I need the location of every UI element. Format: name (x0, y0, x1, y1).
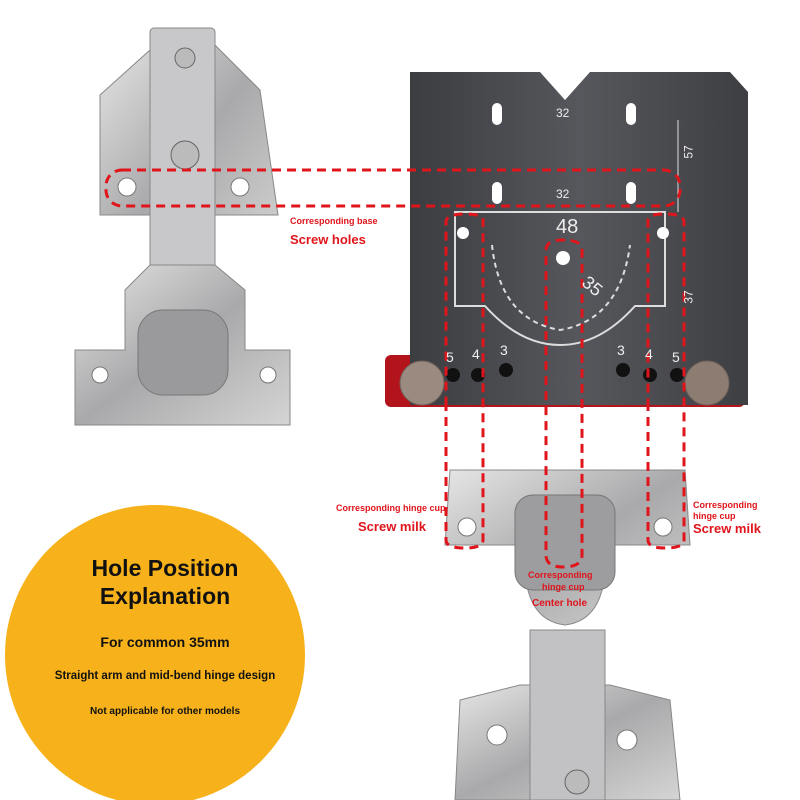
drilling-jig (385, 72, 748, 407)
right-cup-label-small-1: Corresponding (693, 500, 758, 510)
hole-num: 4 (472, 346, 480, 362)
red-dashed-guides (104, 168, 686, 569)
hole-num: 3 (500, 342, 508, 358)
right-cup-label-small-2: hinge cup (693, 511, 736, 521)
center-label-big: Center hole (532, 598, 588, 609)
hole-num: 3 (617, 342, 625, 358)
jig-dim-32-top: 32 (556, 106, 570, 120)
jig-dim-48: 48 (556, 216, 579, 238)
left-cup-label-small: Corresponding hinge cup (336, 503, 446, 513)
info-line-1: For common 35mm (100, 634, 230, 650)
hole-num: 5 (446, 349, 454, 365)
right-cup-label-big: Screw milk (693, 521, 761, 536)
jig-dim-37: 37 (681, 290, 696, 304)
base-label-small: Corresponding base (290, 216, 378, 226)
hinge-top-left (74, 27, 291, 426)
left-cup-label-big: Screw milk (358, 519, 426, 534)
hinge-bottom (444, 469, 691, 800)
center-label-small-2: hinge cup (542, 582, 585, 592)
info-line-3: Not applicable for other models (89, 706, 241, 717)
info-title-line-1: Hole Position (91, 555, 239, 581)
center-label-small-1: Corresponding (528, 570, 593, 580)
jig-dim-57: 57 (681, 145, 696, 159)
jig-dim-32-mid: 32 (556, 187, 570, 201)
hole-num: 4 (645, 346, 653, 362)
info-badge-bg (5, 505, 305, 800)
hole-num: 5 (672, 349, 680, 365)
info-line-2: Straight arm and mid-bend hinge design (54, 670, 276, 682)
info-title-line-2: Explanation (99, 583, 231, 609)
base-label-big: Screw holes (290, 232, 366, 247)
